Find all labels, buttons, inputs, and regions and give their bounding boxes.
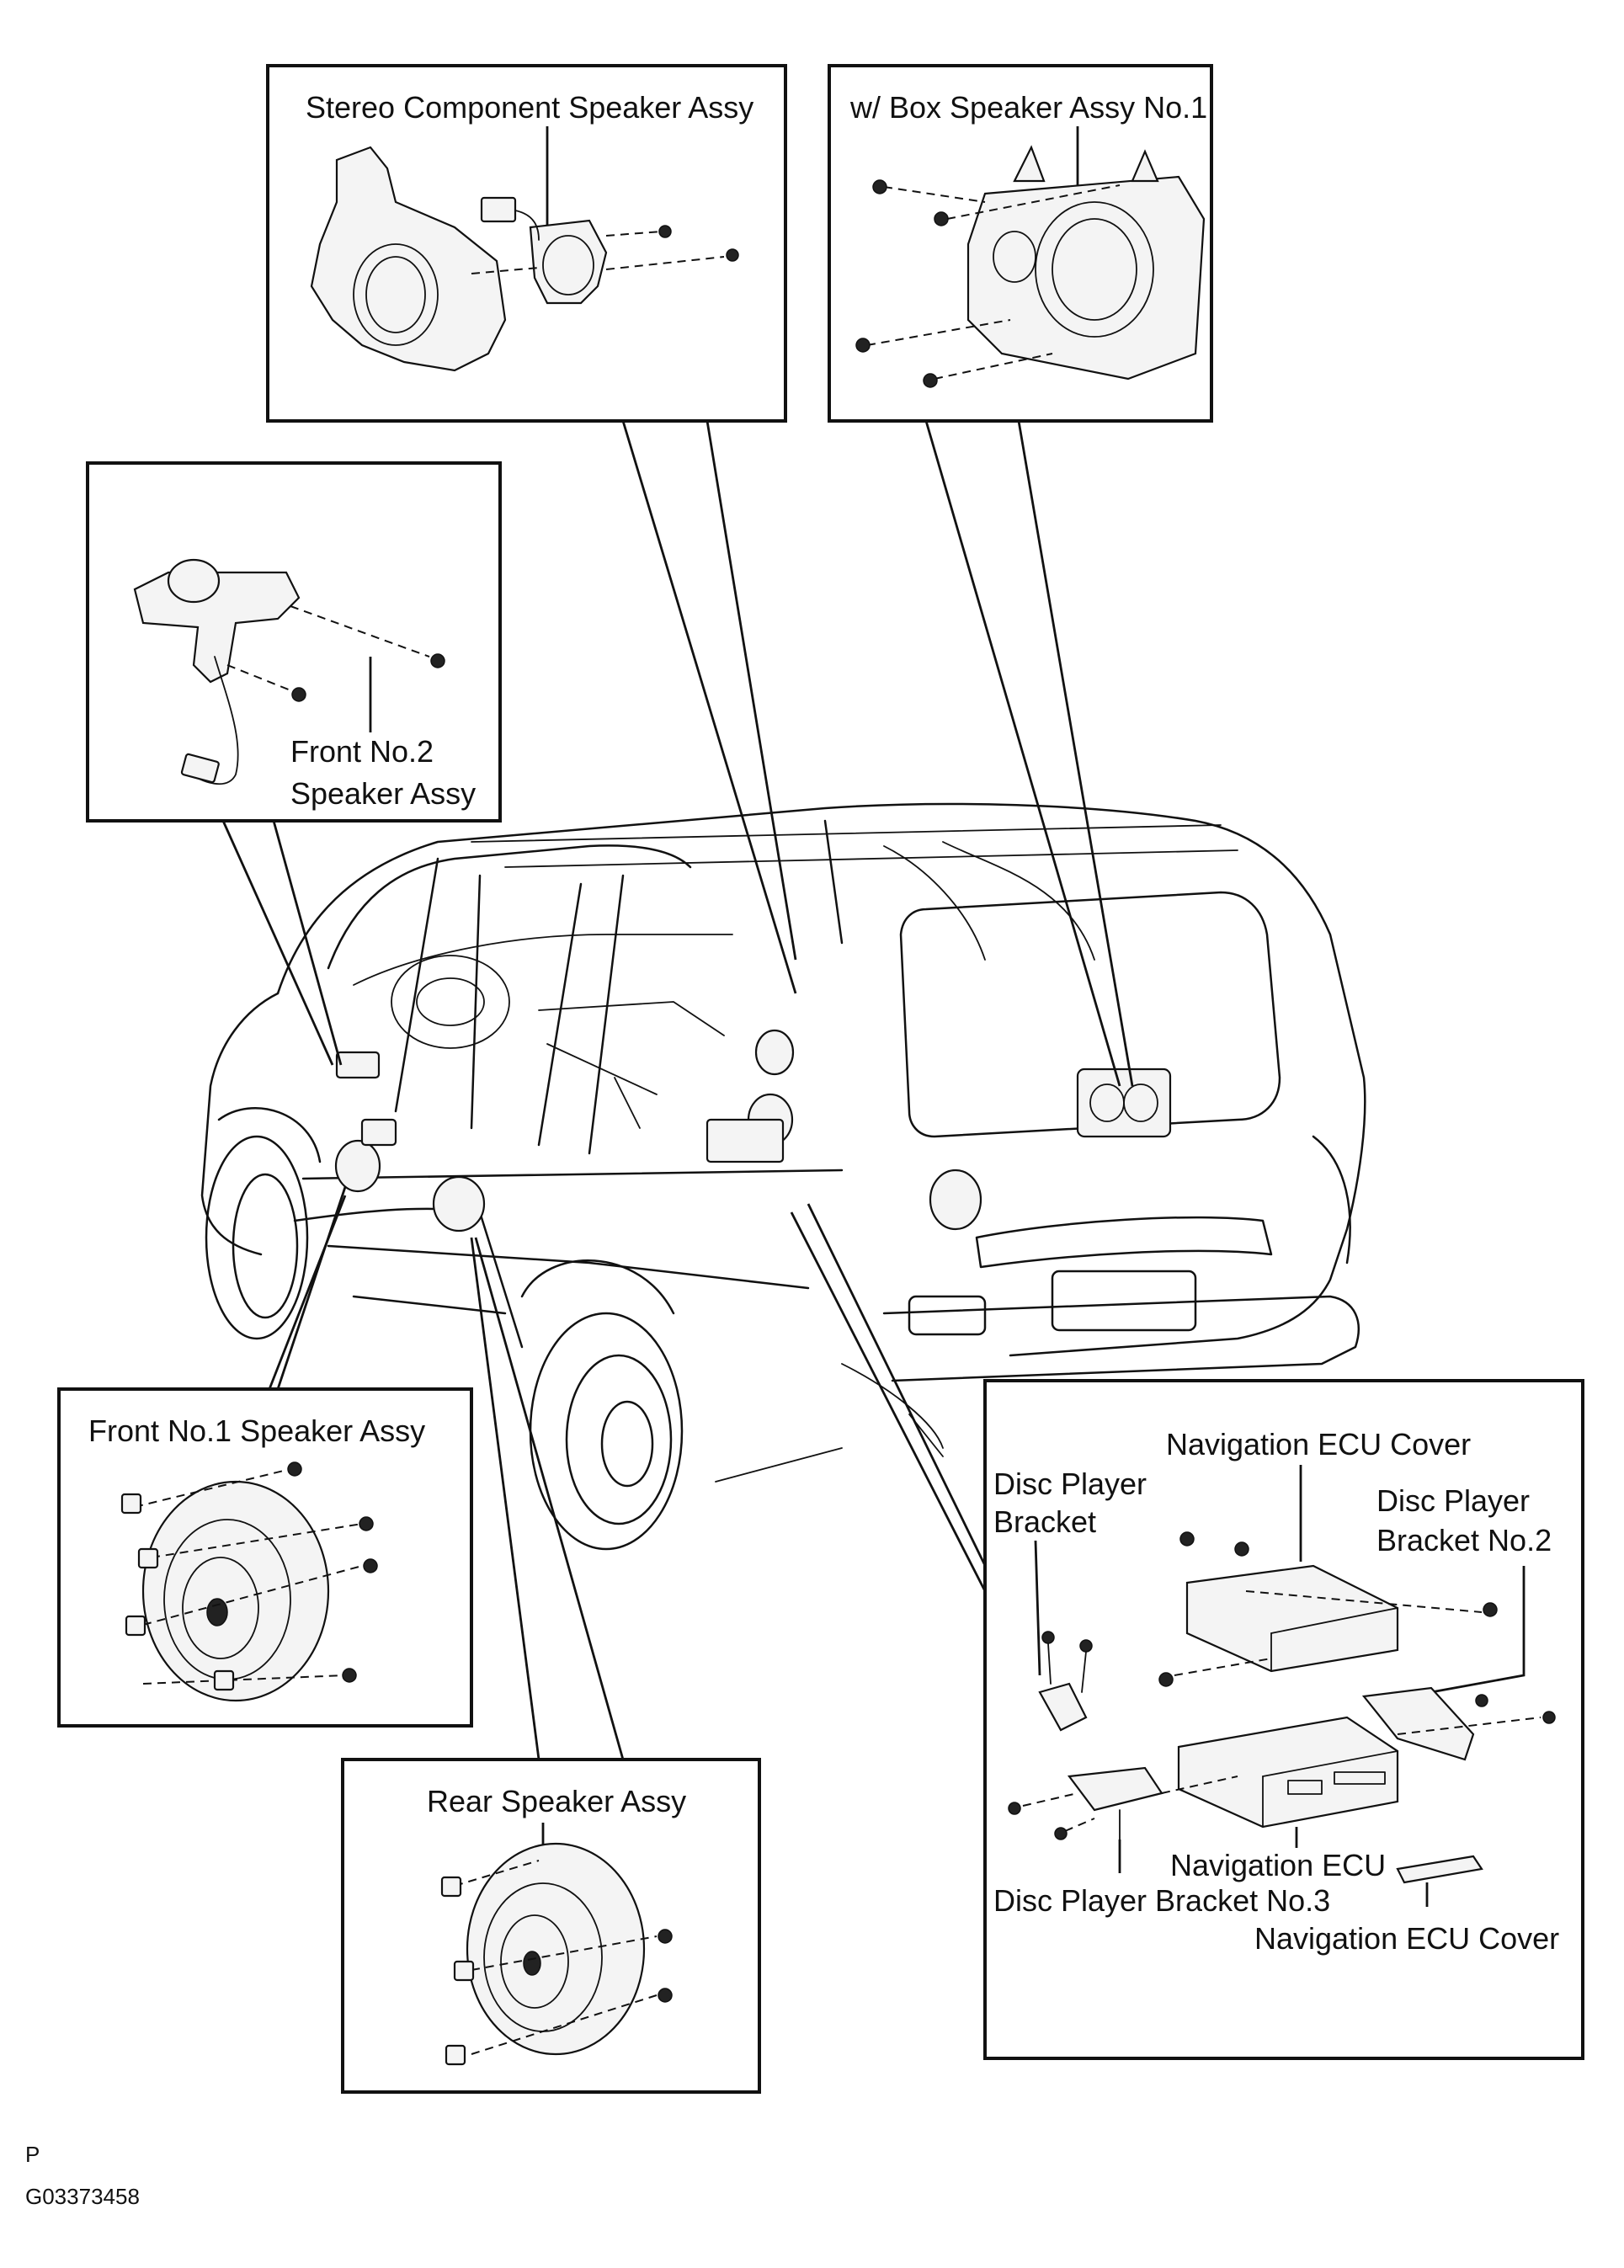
nav-ecu-label: Navigation ECU <box>1170 1848 1386 1882</box>
disc-bracket2-label-line2: Bracket No.2 <box>1376 1523 1552 1557</box>
disc-bracket2-label-line1: Disc Player <box>1376 1483 1530 1518</box>
vehicle-illustration <box>200 802 1366 1551</box>
front-no2-label-line2: Speaker Assy <box>290 776 476 811</box>
nav-ecu-cover-bottom-label: Navigation ECU Cover <box>1254 1921 1559 1956</box>
leader-lines <box>221 420 1134 1760</box>
disc-bracket-label-line2: Bracket <box>993 1504 1096 1539</box>
front-no1-label: Front No.1 Speaker Assy <box>88 1414 425 1448</box>
disc-bracket3-label: Disc Player Bracket No.3 <box>993 1883 1330 1918</box>
footer-marker: P <box>25 2142 40 2167</box>
figure-code: G03373458 <box>25 2184 140 2209</box>
figure-footer: P G03373458 <box>25 2142 140 2209</box>
box-speaker-panel: w/ Box Speaker Assy No.1 <box>828 64 1213 423</box>
front-no1-speaker-panel: Front No.1 Speaker Assy <box>57 1387 473 1728</box>
stereo-component-speaker-panel: Stereo Component Speaker Assy <box>266 64 787 423</box>
front-no2-label-line1: Front No.2 <box>290 734 434 769</box>
box-speaker-label: w/ Box Speaker Assy No.1 <box>849 90 1207 125</box>
stereo-component-speaker-label: Stereo Component Speaker Assy <box>306 90 753 125</box>
front-no2-speaker-panel: Front No.2 Speaker Assy <box>86 461 502 823</box>
nav-ecu-cover-top-label: Navigation ECU Cover <box>1166 1427 1471 1461</box>
navigation-panel: Navigation ECU Cover Disc Player Bracket… <box>983 1379 1584 2060</box>
rear-speaker-label: Rear Speaker Assy <box>427 1784 686 1818</box>
rear-speaker-panel: Rear Speaker Assy <box>341 1758 761 2094</box>
disc-bracket-label-line1: Disc Player <box>993 1467 1147 1501</box>
